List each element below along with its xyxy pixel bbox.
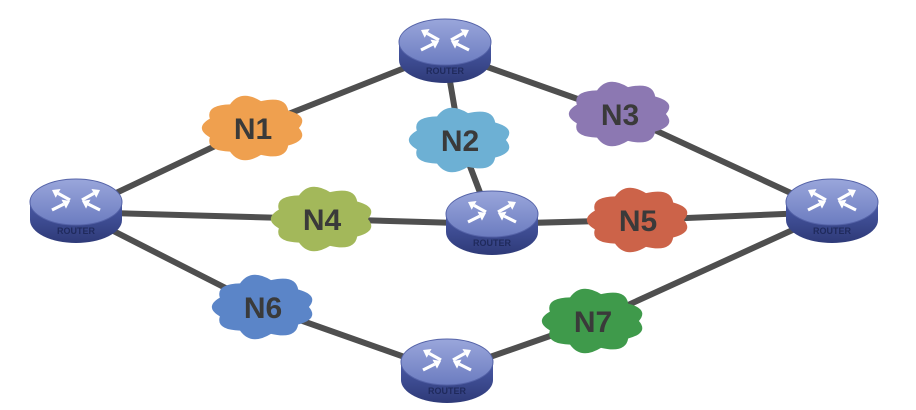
network-cloud-n7: N7 — [541, 288, 643, 354]
network-label: N3 — [601, 99, 639, 132]
router-label: ROUTER — [428, 386, 467, 396]
router-label: ROUTER — [813, 226, 852, 236]
router-top — [29, 178, 123, 226]
router-r_center: ROUTER — [445, 190, 539, 255]
cloud-shape — [408, 107, 510, 173]
network-label: N6 — [244, 292, 282, 325]
network-cloud-n4: N4 — [270, 186, 372, 252]
router-top — [400, 338, 494, 386]
cloud-shape — [568, 81, 670, 147]
router-r_top: ROUTER — [398, 18, 492, 83]
router-arrows-icon — [420, 29, 470, 52]
network-label: N4 — [303, 204, 342, 237]
router-r_bottom: ROUTER — [400, 338, 494, 403]
router-label: ROUTER — [426, 66, 465, 76]
router-top — [398, 18, 492, 66]
router-arrows-icon — [807, 189, 857, 212]
router-label: ROUTER — [473, 238, 512, 248]
router-label: ROUTER — [57, 226, 96, 236]
router-top — [785, 178, 879, 226]
cloud-shape — [586, 187, 688, 253]
network-label: N7 — [574, 306, 612, 339]
router-top — [445, 190, 539, 238]
cloud-shape — [270, 186, 372, 252]
cloud-shape — [541, 288, 643, 354]
router-arrows-icon — [422, 349, 472, 372]
network-cloud-n5: N5 — [586, 187, 688, 253]
network-cloud-n1: N1 — [201, 95, 303, 161]
network-cloud-n3: N3 — [568, 81, 670, 147]
cloud-shape — [211, 274, 313, 340]
network-cloud-n6: N6 — [211, 274, 313, 340]
cloud-shape — [201, 95, 303, 161]
network-cloud-n2: N2 — [408, 107, 510, 173]
router-r_right: ROUTER — [785, 178, 879, 243]
router-arrows-icon — [51, 189, 101, 212]
routers-layer: ROUTER ROUTER ROUTER ROUTER ROUTER — [29, 18, 879, 403]
network-label: N5 — [619, 205, 657, 238]
network-label: N2 — [441, 125, 479, 158]
network-label: N1 — [234, 113, 272, 146]
router-arrows-icon — [467, 201, 517, 224]
router-r_left: ROUTER — [29, 178, 123, 243]
